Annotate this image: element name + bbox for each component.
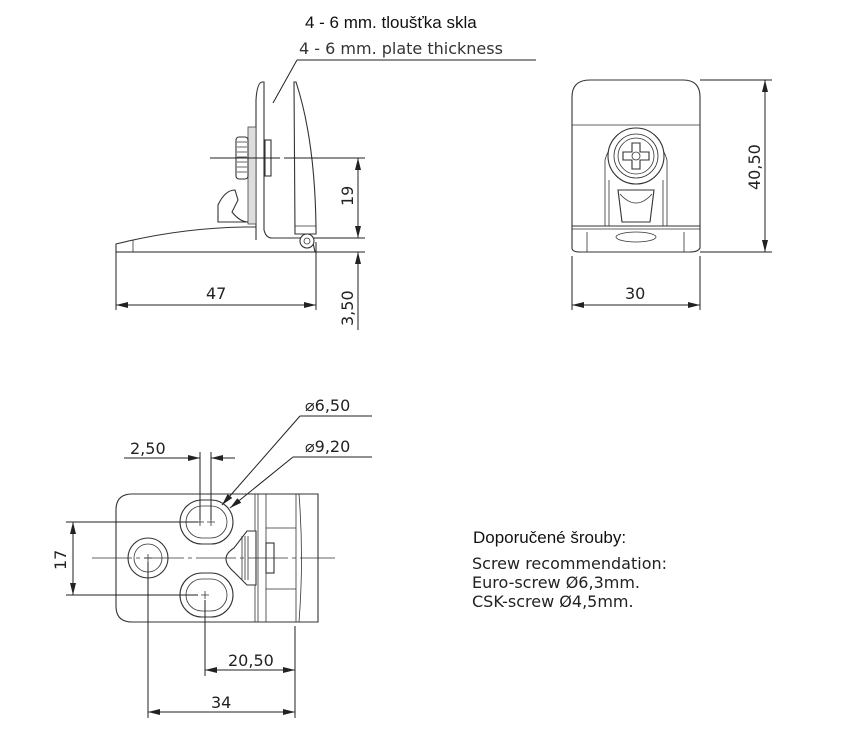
dim-hole-diameter-small: ⌀6,50: [305, 396, 350, 415]
top-view: [66, 415, 372, 718]
dim-side-length: 47: [206, 284, 226, 303]
front-view: [571, 79, 772, 310]
glass-thickness-label-cz: 4 - 6 mm. tloušťka skla: [305, 13, 477, 32]
label-leader: [272, 59, 298, 104]
dim-hole-to-edge: 20,50: [228, 651, 274, 670]
glass-thickness-label-en: 4 - 6 mm. plate thickness: [299, 39, 503, 58]
dim-side-height: 19: [338, 186, 357, 206]
screw-notes-line3: CSK-screw Ø4,5mm.: [472, 592, 634, 611]
screw-notes-line2: Euro-screw Ø6,3mm.: [472, 573, 640, 592]
screw-notes-line1: Screw recommendation:: [472, 554, 667, 573]
dim-hole-diameter-large: ⌀9,20: [305, 437, 350, 456]
dim-hole-spacing: 17: [51, 550, 70, 570]
dim-front-width: 30: [625, 284, 645, 303]
dim-hole-offset: 2,50: [130, 439, 166, 458]
side-view: [115, 81, 365, 330]
dim-front-height: 40,50: [745, 144, 764, 190]
screw-notes-title: Doporučené šrouby:: [473, 528, 626, 547]
dim-side-base: 3,50: [338, 290, 357, 326]
dim-total-length: 34: [211, 693, 231, 712]
